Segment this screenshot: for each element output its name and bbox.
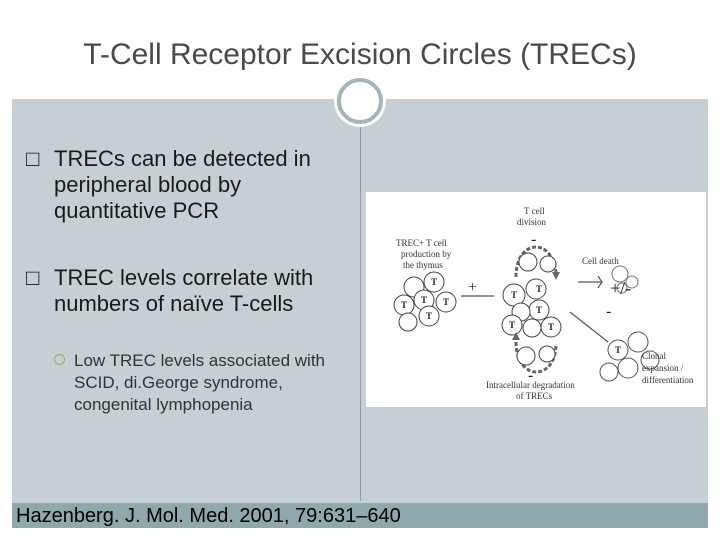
cell-letter: T (426, 311, 432, 321)
clonal-label-line-1: Clonal (642, 351, 666, 361)
degradation-label-line-1: Intracellular degradation (486, 380, 575, 390)
degradation-label-line-2: of TRECs (516, 391, 553, 401)
circle-bullet-icon (54, 354, 65, 365)
cell (435, 291, 457, 313)
plus-minus-sign: +/- (610, 278, 631, 298)
cell (611, 265, 629, 283)
cell (522, 318, 542, 338)
cell (599, 362, 619, 382)
production-label-line-1: TREC+ T cell (396, 238, 447, 248)
cell (640, 350, 660, 370)
cell (625, 275, 639, 289)
reference-citation: Hazenberg. J. Mol. Med. 2001, 79:631–640 (16, 505, 401, 527)
cell (540, 316, 562, 338)
cell (525, 278, 547, 300)
cell (617, 357, 639, 379)
division-minus-sign: - (531, 231, 536, 248)
cell-letter: T (421, 295, 427, 305)
clonal-arrow (569, 311, 609, 343)
cell-letter: T (548, 322, 554, 332)
thymus-cell-cluster (393, 271, 457, 332)
ring-ornament-icon (337, 78, 383, 124)
cell-letter: T (536, 284, 542, 294)
cell (423, 271, 445, 293)
death-arrow (578, 275, 604, 289)
bullet-1: □ TRECs can be detected in peripheral bl… (26, 146, 344, 224)
cell (627, 331, 649, 353)
bullet-box-icon: □ (26, 265, 40, 290)
dying-cells (611, 265, 639, 294)
cell-letter: T (443, 297, 449, 307)
cell (398, 312, 418, 332)
production-label-line-3: the thymus (403, 260, 443, 270)
footer-band (12, 503, 708, 528)
bullet-1-text: TRECs can be detected in peripheral bloo… (54, 146, 311, 223)
division-label-line-1: T cell (524, 206, 545, 216)
top-division-loop (514, 245, 560, 280)
clonal-minus-sign: - (606, 303, 611, 320)
cell-letter: T (511, 290, 517, 300)
sub-bullet: Low TREC levels associated with SCID, di… (54, 350, 344, 416)
division-label-line-2: division (517, 217, 547, 227)
cell-letter: T (401, 300, 407, 310)
bullet-2: □ TREC levels correlate with numbers of … (26, 265, 344, 317)
cell-death-label: Cell death (582, 256, 619, 266)
bullet-2-text: TREC levels correlate with numbers of na… (54, 265, 314, 316)
cell (607, 339, 629, 361)
clonal-label-line-2: expansion / (642, 363, 684, 373)
slide-title: T-Cell Receptor Excision Circles (TRECs) (83, 38, 637, 71)
central-cell-cluster (501, 278, 562, 338)
production-label-line-2: production by (401, 249, 452, 259)
plus-sign: + (468, 279, 477, 296)
clonal-label-line-3: differentiation (642, 375, 694, 385)
cell-letter: T (509, 320, 515, 330)
cell-letter: T (615, 345, 621, 355)
trec-diagram-svg: TREC+ T cell production by the thymus T … (393, 206, 694, 401)
cell-letter: T (431, 277, 437, 287)
bottom-degradation-loop (512, 332, 558, 374)
trec-diagram: TREC+ T cell production by the thymus T … (366, 192, 706, 407)
title-area: T-Cell Receptor Excision Circles (TRECs) (12, 12, 708, 100)
sub-bullet-text: Low TREC levels associated with SCID, di… (74, 351, 326, 414)
bullet-box-icon: □ (26, 146, 40, 171)
cell (616, 282, 628, 294)
column-divider (360, 101, 361, 501)
clonal-cell-cluster (599, 331, 660, 382)
cell (501, 314, 523, 336)
degradation-minus-sign: - (528, 367, 533, 384)
cell (418, 305, 440, 327)
cell-letter: T (536, 305, 542, 315)
